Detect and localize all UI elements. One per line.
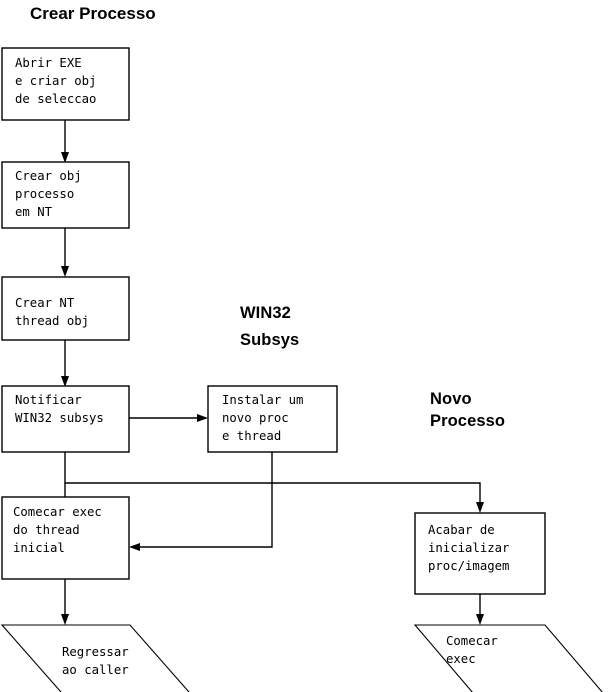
group-label-win32-subsys-line1: WIN32 [240,304,291,322]
group-label-win32-subsys: WIN32 Subsys [240,304,299,349]
node-instalar-novo-proc-line2: novo proc [222,411,289,425]
node-crear-obj-processo-shape[interactable] [1,161,130,229]
group-label-novo-processo-line1: Novo [430,390,472,408]
node-crear-nt-thread-line1: Crear NT [15,296,75,310]
edge-abrir-exe-to-crear-obj-processo [61,120,69,163]
node-crear-obj-processo-line1: Crear obj [15,169,82,183]
node-crear-nt-thread[interactable]: Crear NT thread obj [1,276,130,341]
node-abrir-exe-line2: e criar obj [15,74,96,88]
node-regressar-ao-caller-shape[interactable] [0,624,196,692]
node-abrir-exe[interactable]: Abrir EXE e criar obj de seleccao [1,47,130,121]
edge-crear-obj-processo-to-crear-nt-thread [61,228,69,277]
group-label-win32-subsys-line2: Subsys [240,331,299,349]
node-instalar-novo-proc[interactable]: Instalar um novo proc e thread [207,385,338,453]
node-comecar-exec-thread-line2: do thread [13,523,80,537]
node-comecar-exec-shape[interactable] [413,624,609,692]
node-abrir-exe-line3: de seleccao [15,92,96,106]
node-notificar-win32-line2: WIN32 subsys [15,411,104,425]
node-regressar-ao-caller-line1: Regressar [62,645,129,659]
node-regressar-ao-caller-line2: ao caller [62,663,129,677]
edge-notificar-win32-to-instalar-novo-proc [129,414,208,422]
node-crear-obj-processo-line2: processo [15,187,74,201]
node-crear-nt-thread-shape[interactable] [1,276,130,341]
node-crear-obj-processo[interactable]: Crear obj processo em NT [1,161,130,229]
node-comecar-exec-line2: exec [446,652,476,666]
node-comecar-exec[interactable]: Comecar exec [413,624,609,692]
node-comecar-exec-thread-shape[interactable] [1,496,130,580]
node-abrir-exe-shape[interactable] [1,47,130,121]
node-instalar-novo-proc-line3: e thread [222,429,281,443]
node-acabar-inicializar-line3: proc/imagem [428,559,509,573]
node-regressar-ao-caller[interactable]: Regressar ao caller [0,624,196,692]
edge-crear-nt-thread-to-notificar-win32 [61,340,69,387]
node-instalar-novo-proc-shape[interactable] [207,385,338,453]
node-acabar-inicializar[interactable]: Acabar de inicializar proc/imagem [414,512,546,595]
node-crear-obj-processo-line3: em NT [15,205,53,219]
node-comecar-exec-thread-line1: Comecar exec [13,505,102,519]
group-label-novo-processo-line2: Processo [430,412,505,430]
node-abrir-exe-line1: Abrir EXE [15,56,82,70]
edge-instalar-novo-proc-to-comecar-exec-thread [129,452,273,551]
node-crear-nt-thread-line2: thread obj [15,314,89,328]
node-acabar-inicializar-line1: Acabar de [428,523,495,537]
node-comecar-exec-line1: Comecar [446,634,498,648]
node-notificar-win32-line1: Notificar [15,393,82,407]
node-acabar-inicializar-shape[interactable] [414,512,546,595]
edge-comecar-exec-thread-to-regressar-ao-caller [61,579,69,625]
node-comecar-exec-thread-line3: inicial [13,541,65,555]
node-acabar-inicializar-line2: inicializar [428,541,509,555]
node-instalar-novo-proc-line1: Instalar um [222,393,303,407]
page-title: Crear Processo [30,4,156,23]
edge-acabar-inicializar-to-comecar-exec [476,594,484,625]
node-notificar-win32[interactable]: Notificar WIN32 subsys [1,385,130,453]
node-comecar-exec-thread[interactable]: Comecar exec do thread inicial [1,496,130,580]
node-notificar-win32-shape[interactable] [1,385,130,453]
group-label-novo-processo: Novo Processo [430,390,505,430]
